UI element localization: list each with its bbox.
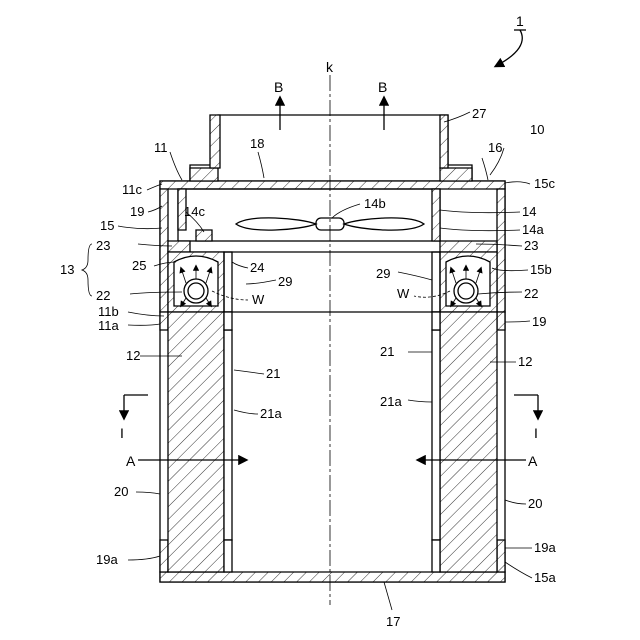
label-19a-left: 19a xyxy=(96,552,118,567)
label-11: 11 xyxy=(154,140,168,155)
label-14a: 14a xyxy=(522,222,544,237)
label-23-right: 23 xyxy=(524,238,538,253)
label-22-left: 22 xyxy=(96,288,110,303)
label-29-left: 29 xyxy=(278,274,292,289)
label-18: 18 xyxy=(250,136,264,151)
inner-wall-left xyxy=(224,330,232,540)
heater-right xyxy=(414,252,497,312)
flow-in-label-right: A xyxy=(528,453,538,469)
section-label-left: I xyxy=(120,425,124,441)
label-24: 24 xyxy=(250,260,264,275)
figure-number-label: 1 xyxy=(516,13,524,29)
inner-wall-right xyxy=(432,330,440,540)
label-27: 27 xyxy=(472,106,486,121)
label-10: 10 xyxy=(530,122,544,137)
filter-right xyxy=(440,312,497,572)
label-11a: 11a xyxy=(98,318,119,333)
fan-blade xyxy=(236,218,316,230)
label-23-left: 23 xyxy=(96,238,110,253)
section-label-right: I xyxy=(534,425,538,441)
label-15c: 15c xyxy=(534,176,555,191)
outlet-duct xyxy=(190,115,472,181)
flow-in-label-left: A xyxy=(126,453,136,469)
label-14c: 14c xyxy=(184,204,205,219)
label-14b: 14b xyxy=(364,196,386,211)
flow-out-label-left: B xyxy=(274,79,283,95)
axis-label: k xyxy=(326,59,334,75)
label-25: 25 xyxy=(132,258,146,273)
label-13: 13 xyxy=(60,262,74,277)
filter-left xyxy=(168,312,224,572)
label-22-right: 22 xyxy=(524,286,538,301)
label-19-right: 19 xyxy=(532,314,546,329)
label-21-left: 21 xyxy=(266,366,280,381)
label-17: 17 xyxy=(386,614,400,629)
fan-housing xyxy=(178,189,440,241)
label-21a-left: 21a xyxy=(260,406,282,421)
figure-ref-arrow xyxy=(496,30,522,66)
label-12-right: 12 xyxy=(518,354,532,369)
heater-left xyxy=(168,252,248,312)
label-29-right: 29 xyxy=(376,266,390,281)
label-20-right: 20 xyxy=(528,496,542,511)
label-19-top: 19 xyxy=(130,204,144,219)
label-19a-right: 19a xyxy=(534,540,556,555)
flow-out-label-right: B xyxy=(378,79,387,95)
label-14: 14 xyxy=(522,204,536,219)
label-11b: 11b xyxy=(98,304,119,319)
label-15b: 15b xyxy=(530,262,552,277)
label-11c: 11c xyxy=(122,182,142,197)
airflow-label-right: W xyxy=(397,286,410,301)
label-20-left: 20 xyxy=(114,484,128,499)
label-21a-right: 21a xyxy=(380,394,402,409)
fan-blade xyxy=(344,218,424,230)
label-12-left: 12 xyxy=(126,348,140,363)
label-21-right: 21 xyxy=(380,344,394,359)
label-16: 16 xyxy=(488,140,502,155)
airflow-label-left: W xyxy=(252,292,265,307)
label-15a: 15a xyxy=(534,570,556,585)
label-15: 15 xyxy=(100,218,114,233)
